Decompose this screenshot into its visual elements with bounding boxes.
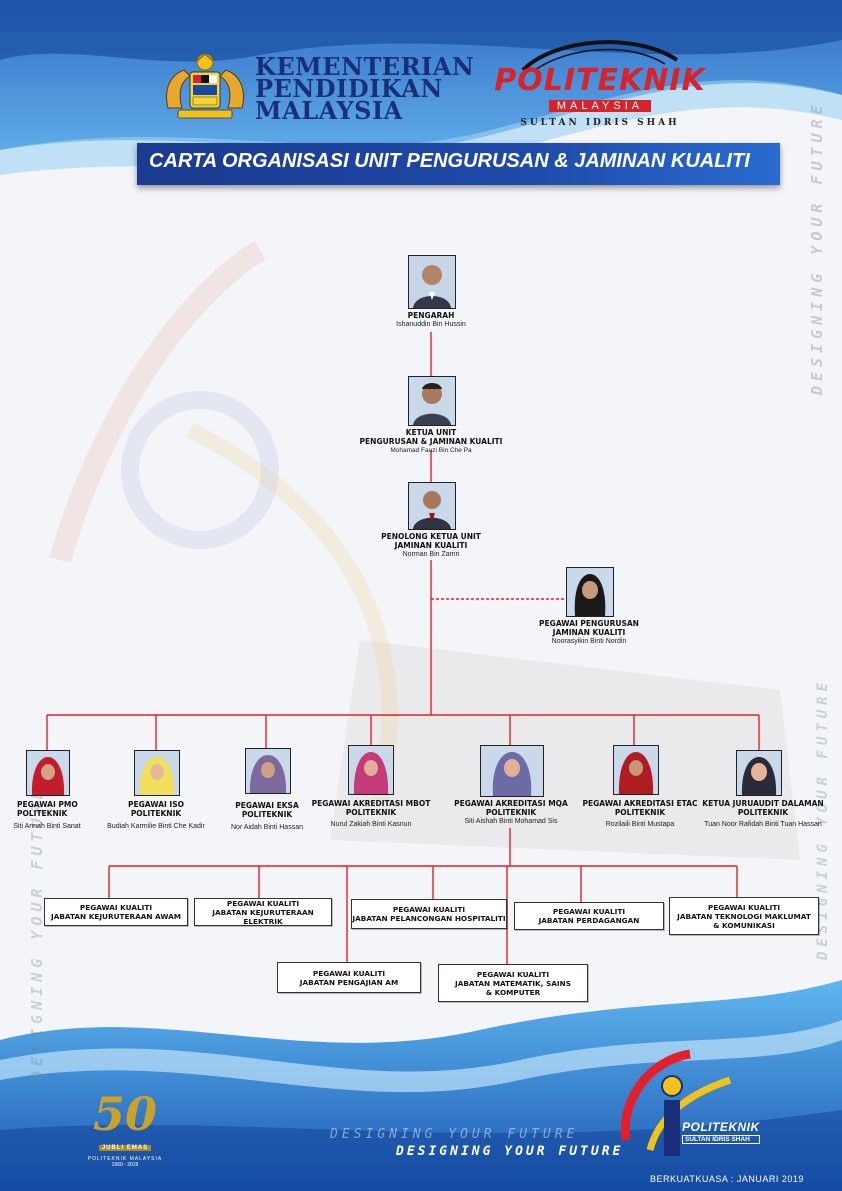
photo-penolong-ketua — [408, 482, 456, 530]
title-pegawai-pengurusan: PEGAWAI PENGURUSAN JAMINAN KUALITI — [539, 619, 639, 637]
title-pegawai-iso: PEGAWAI ISO POLITEKNIK — [128, 800, 184, 818]
politeknik-i-logo-icon — [620, 1049, 732, 1156]
photo-pengarah — [408, 255, 456, 309]
page-title: CARTA ORGANISASI UNIT PENGURUSAN & JAMIN… — [149, 150, 750, 172]
photo-ketua-juruaudit — [736, 750, 782, 796]
photo-pegawai-pmo — [26, 750, 70, 796]
name-ketua-juruaudit: Tuan Noor Rafidah Binti Tuan Hassan — [704, 821, 822, 828]
politeknik-brand-sub: SULTAN IDRIS SHAH — [682, 1135, 760, 1144]
title-pegawai-mqa: PEGAWAI AKREDITASI MQA POLITEKNIK — [454, 799, 568, 817]
title-pegawai-mbot: PEGAWAI AKREDITASI MBOT POLITEKNIK — [311, 799, 431, 817]
name-penolong-ketua: Norman Bin Zamri — [402, 551, 460, 558]
title-pengarah: PENGARAH — [407, 311, 455, 320]
title-pegawai-pmo: PEGAWAI PMO POLITEKNIK — [17, 800, 78, 818]
name-pegawai-mbot: Nurul Zakiah Binti Kasnun — [330, 821, 412, 828]
ministry-name-line-3: MALAYSIA — [255, 96, 403, 125]
title-penolong-ketua: PENOLONG KETUA UNIT JAMINAN KUALITI — [381, 532, 481, 550]
photo-pegawai-mbot — [348, 745, 394, 795]
name-pegawai-eksa: Nor Aidah Binti Hassan — [231, 824, 303, 831]
politeknik-campus: SULTAN IDRIS SHAH — [520, 118, 680, 128]
photo-pegawai-mqa — [480, 745, 544, 797]
ministry-name: KEMENTERIAN PENDIDIKAN MALAYSIA — [255, 52, 475, 125]
name-pegawai-etac: Rozilaili Binti Mustapa — [605, 821, 675, 828]
box-kualiti-awam: PEGAWAI KUALITI JABATAN KEJURUTERAAN AWA… — [44, 898, 188, 926]
coat-of-arms-logo — [166, 52, 244, 119]
jubilee-50-logo: 50 JUBLI EMAS POLITEKNIK MALAYSIA 1969 -… — [80, 1087, 170, 1168]
page-title-banner: CARTA ORGANISASI UNIT PENGURUSAN & JAMIN… — [137, 143, 780, 185]
politeknik-country: MALAYSIA — [548, 100, 652, 112]
jubilee-sub: POLITEKNIK MALAYSIA — [87, 1156, 163, 1162]
title-pegawai-eksa: PEGAWAI EKSA POLITEKNIK — [235, 801, 299, 819]
title-pegawai-etac: PEGAWAI AKREDITASI ETAC POLITEKNIK — [582, 799, 698, 817]
politeknik-wordmark: POLITEKNIK — [494, 63, 706, 98]
title-ketua-juruaudit: KETUA JURUAUDIT DALAMAN POLITEKNIK — [702, 799, 824, 817]
photo-pegawai-etac — [613, 745, 659, 795]
box-kualiti-perdagangan: PEGAWAI KUALITI JABATAN PERDAGANGAN — [514, 902, 664, 930]
name-pegawai-pengurusan: Noorasyikin Binti Nordin — [551, 638, 627, 645]
politeknik-arc-icon — [521, 40, 679, 72]
politeknik-brand: POLITEKNIK SULTAN IDRIS SHAH — [682, 1120, 760, 1144]
name-pengarah: Ishanuddin Bin Hussin — [396, 321, 466, 328]
box-kualiti-pengajian-am: PEGAWAI KUALITI JABATAN PENGAJIAN AM — [277, 962, 421, 993]
tagline: DESIGNING YOUR FUTURE — [396, 1144, 624, 1159]
name-pegawai-mqa: Siti Aishah Binti Mohamad Sis — [464, 818, 558, 825]
box-kualiti-tmk: PEGAWAI KUALITI JABATAN TEKNOLOGI MAKLUM… — [669, 897, 819, 935]
politeknik-brand-word: POLITEKNIK — [682, 1120, 760, 1134]
photo-pegawai-pengurusan — [566, 567, 614, 617]
photo-pegawai-eksa — [245, 748, 291, 794]
name-pegawai-iso: Budiah Karmilie Binti Che Kadir — [107, 823, 205, 830]
photo-ketua-unit — [408, 376, 456, 426]
box-kualiti-pelancongan: PEGAWAI KUALITI JABATAN PELANCONGAN HOSP… — [351, 899, 507, 929]
name-ketua-unit: Mohamad Fauzi Bin Che Pa — [390, 447, 472, 454]
ministry-name-line-2: PENDIDIKAN — [255, 74, 443, 103]
tagline-shadow: DESIGNING YOUR FUTURE — [330, 1127, 579, 1142]
box-kualiti-elektrik: PEGAWAI KUALITI JABATAN KEJURUTERAAN ELE… — [194, 898, 332, 926]
name-pegawai-pmo: Siti Arinah Binti Sanat — [13, 823, 81, 830]
ministry-name-line-1: KEMENTERIAN — [255, 52, 475, 81]
box-kualiti-matematik: PEGAWAI KUALITI JABATAN MATEMATIK, SAINS… — [438, 964, 588, 1002]
effective-date: BERKUATKUASA : JANUARI 2019 — [650, 1174, 804, 1184]
politeknik-malaysia-logo: POLITEKNIK MALAYSIA SULTAN IDRIS SHAH — [485, 63, 715, 129]
photo-pegawai-iso — [134, 750, 180, 796]
jubilee-text: JUBLI EMAS — [98, 1145, 152, 1151]
title-ketua-unit: KETUA UNIT PENGURUSAN & JAMINAN KUALITI — [359, 428, 503, 446]
jubilee-number: 50 — [92, 1087, 157, 1141]
jubilee-years: 1969 - 2019 — [111, 1162, 139, 1168]
